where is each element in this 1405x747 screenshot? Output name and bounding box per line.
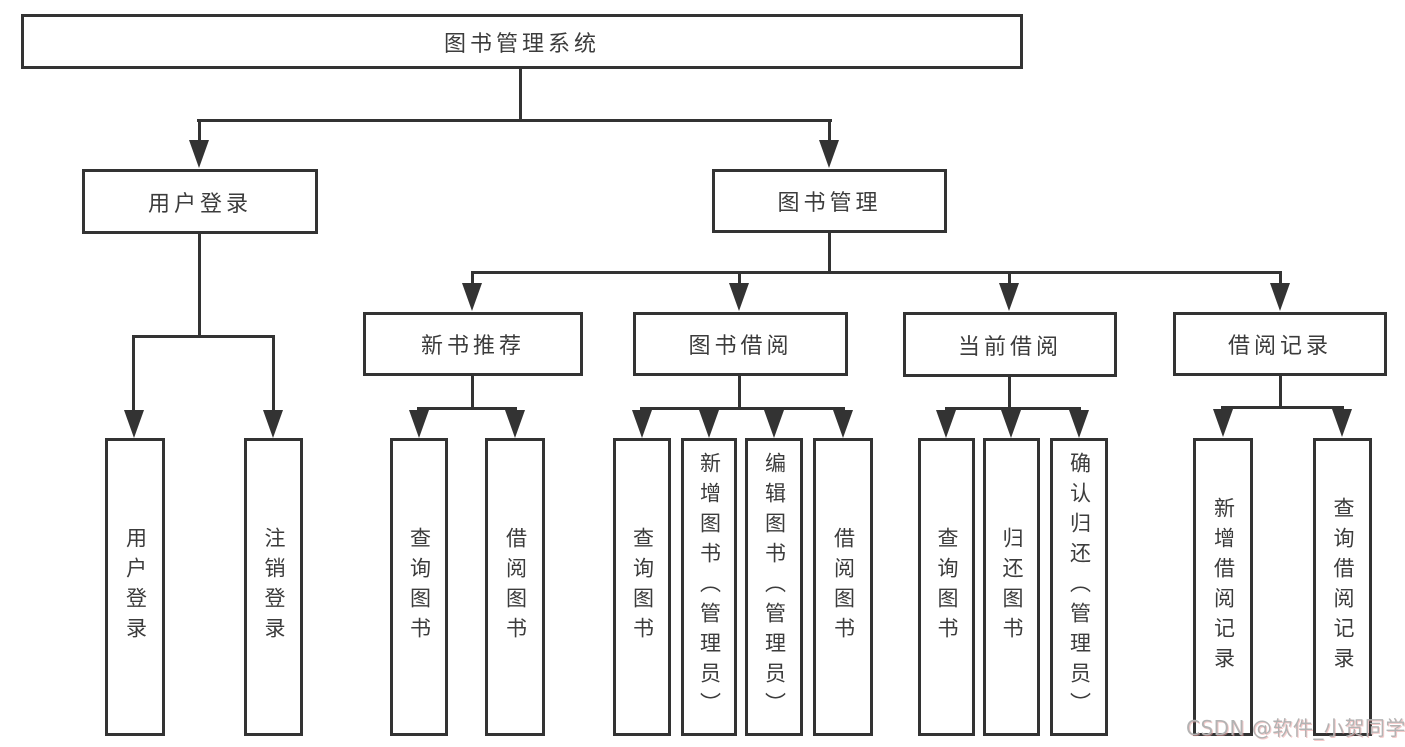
leaf-add-borrow-record: 新增借阅记录 — [1193, 438, 1253, 736]
node-label: 新增借阅记录 — [1211, 497, 1236, 677]
connector-line — [828, 119, 831, 145]
node-borrow-records: 借阅记录 — [1173, 312, 1387, 376]
connector-line — [132, 335, 275, 338]
connector-line — [519, 66, 522, 122]
leaf-query-book-borrow: 查询图书 — [613, 438, 671, 736]
arrow-down-icon — [1069, 410, 1089, 438]
node-label: 图书管理系统 — [443, 31, 600, 57]
leaf-add-book-admin: 新增图书（管理员） — [681, 438, 737, 736]
connector-line — [417, 407, 517, 410]
arrow-down-icon — [1213, 409, 1233, 437]
leaf-logout: 注销登录 — [244, 438, 303, 736]
leaf-query-book-current: 查询图书 — [918, 438, 975, 736]
node-current-borrow: 当前借阅 — [903, 312, 1117, 377]
node-label: 借阅记录 — [1227, 334, 1332, 359]
arrow-down-icon — [833, 410, 853, 438]
connector-line — [197, 119, 832, 122]
arrow-down-icon — [409, 410, 429, 438]
leaf-confirm-return-admin: 确认归还（管理员） — [1050, 438, 1108, 736]
connector-line — [272, 335, 275, 414]
connector-line — [1279, 375, 1282, 409]
node-new-book-recommend: 新书推荐 — [363, 312, 583, 376]
arrow-down-icon — [505, 410, 525, 438]
node-label: 借阅图书 — [831, 527, 856, 647]
leaf-borrow-book-recommend: 借阅图书 — [485, 438, 545, 736]
connector-line — [738, 375, 741, 410]
node-label: 编辑图书（管理员） — [762, 452, 787, 722]
leaf-borrow-book-borrow: 借阅图书 — [813, 438, 873, 736]
arrow-down-icon — [764, 410, 784, 438]
node-book-management: 图书管理 — [712, 169, 947, 233]
connector-line — [945, 407, 1081, 410]
node-label: 借阅图书 — [503, 527, 528, 647]
connector-line — [471, 271, 1282, 274]
node-label: 查询借阅记录 — [1331, 497, 1355, 677]
node-label: 归还图书 — [1000, 527, 1024, 647]
connector-line — [1008, 375, 1011, 410]
node-label: 查询图书 — [630, 527, 655, 647]
node-label: 查询图书 — [935, 527, 959, 647]
node-label: 当前借阅 — [957, 334, 1062, 360]
arrow-down-icon — [263, 410, 283, 438]
arrow-down-icon — [189, 140, 209, 168]
connector-line — [471, 375, 474, 410]
arrow-down-icon — [462, 283, 482, 311]
connector-line — [471, 271, 474, 287]
node-label: 图书借阅 — [688, 334, 793, 359]
arrow-down-icon — [1270, 283, 1290, 311]
node-library-management-system: 图书管理系统 — [21, 14, 1023, 69]
connector-line — [640, 407, 845, 410]
node-label: 查询图书 — [407, 527, 432, 647]
leaf-query-borrow-record: 查询借阅记录 — [1313, 438, 1372, 736]
connector-line — [198, 119, 201, 145]
arrow-down-icon — [1332, 409, 1352, 437]
leaf-edit-book-admin: 编辑图书（管理员） — [745, 438, 803, 736]
arrow-down-icon — [632, 410, 652, 438]
arrow-down-icon — [819, 140, 839, 168]
node-book-borrow: 图书借阅 — [633, 312, 848, 376]
node-label: 确认归还（管理员） — [1067, 452, 1092, 722]
connector-line — [1221, 406, 1344, 409]
connector-line — [828, 232, 831, 274]
node-label: 图书管理 — [777, 191, 882, 216]
leaf-user-login: 用户登录 — [105, 438, 165, 736]
arrow-down-icon — [729, 283, 749, 311]
arrow-down-icon — [936, 410, 956, 438]
arrow-down-icon — [999, 283, 1019, 311]
csdn-watermark: CSDN @软件_小贺同学 — [1186, 716, 1405, 740]
arrow-down-icon — [1001, 410, 1021, 438]
arrow-down-icon — [124, 410, 144, 438]
node-label: 用户登录 — [123, 527, 148, 647]
connector-line — [132, 335, 135, 414]
node-label: 注销登录 — [262, 527, 286, 647]
node-label: 新书推荐 — [420, 334, 525, 359]
node-label: 新增图书（管理员） — [697, 452, 722, 722]
node-user-login: 用户登录 — [82, 169, 318, 234]
connector-line — [198, 233, 201, 338]
connector-line — [738, 271, 741, 287]
leaf-return-book: 归还图书 — [983, 438, 1040, 736]
connector-line — [1008, 271, 1011, 287]
node-label: 用户登录 — [147, 191, 252, 217]
connector-line — [1279, 271, 1282, 287]
arrow-down-icon — [699, 410, 719, 438]
leaf-query-book-recommend: 查询图书 — [390, 438, 448, 736]
